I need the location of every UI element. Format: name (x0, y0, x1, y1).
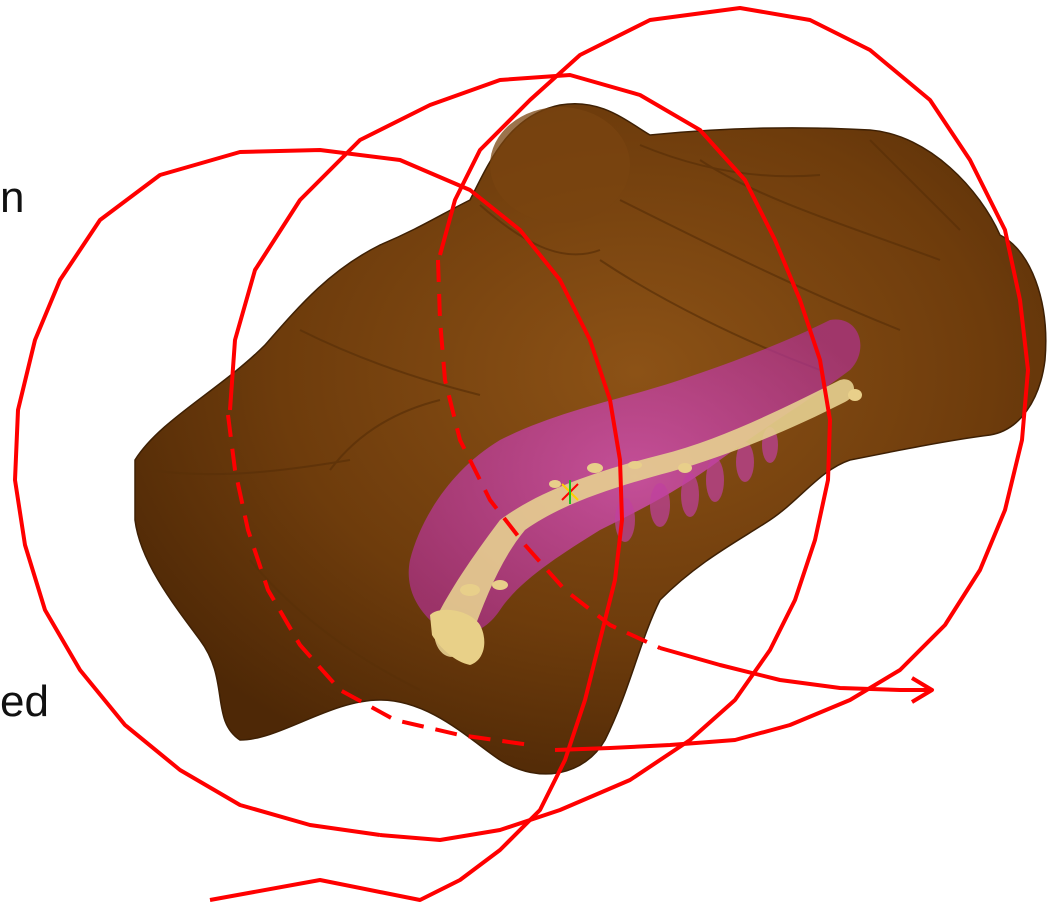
organ-lobe (490, 107, 630, 223)
trajectory-arrow-line (660, 648, 930, 690)
caption-fragment-bottom: ed (0, 680, 49, 724)
caption-fragment-top: n (0, 176, 24, 220)
